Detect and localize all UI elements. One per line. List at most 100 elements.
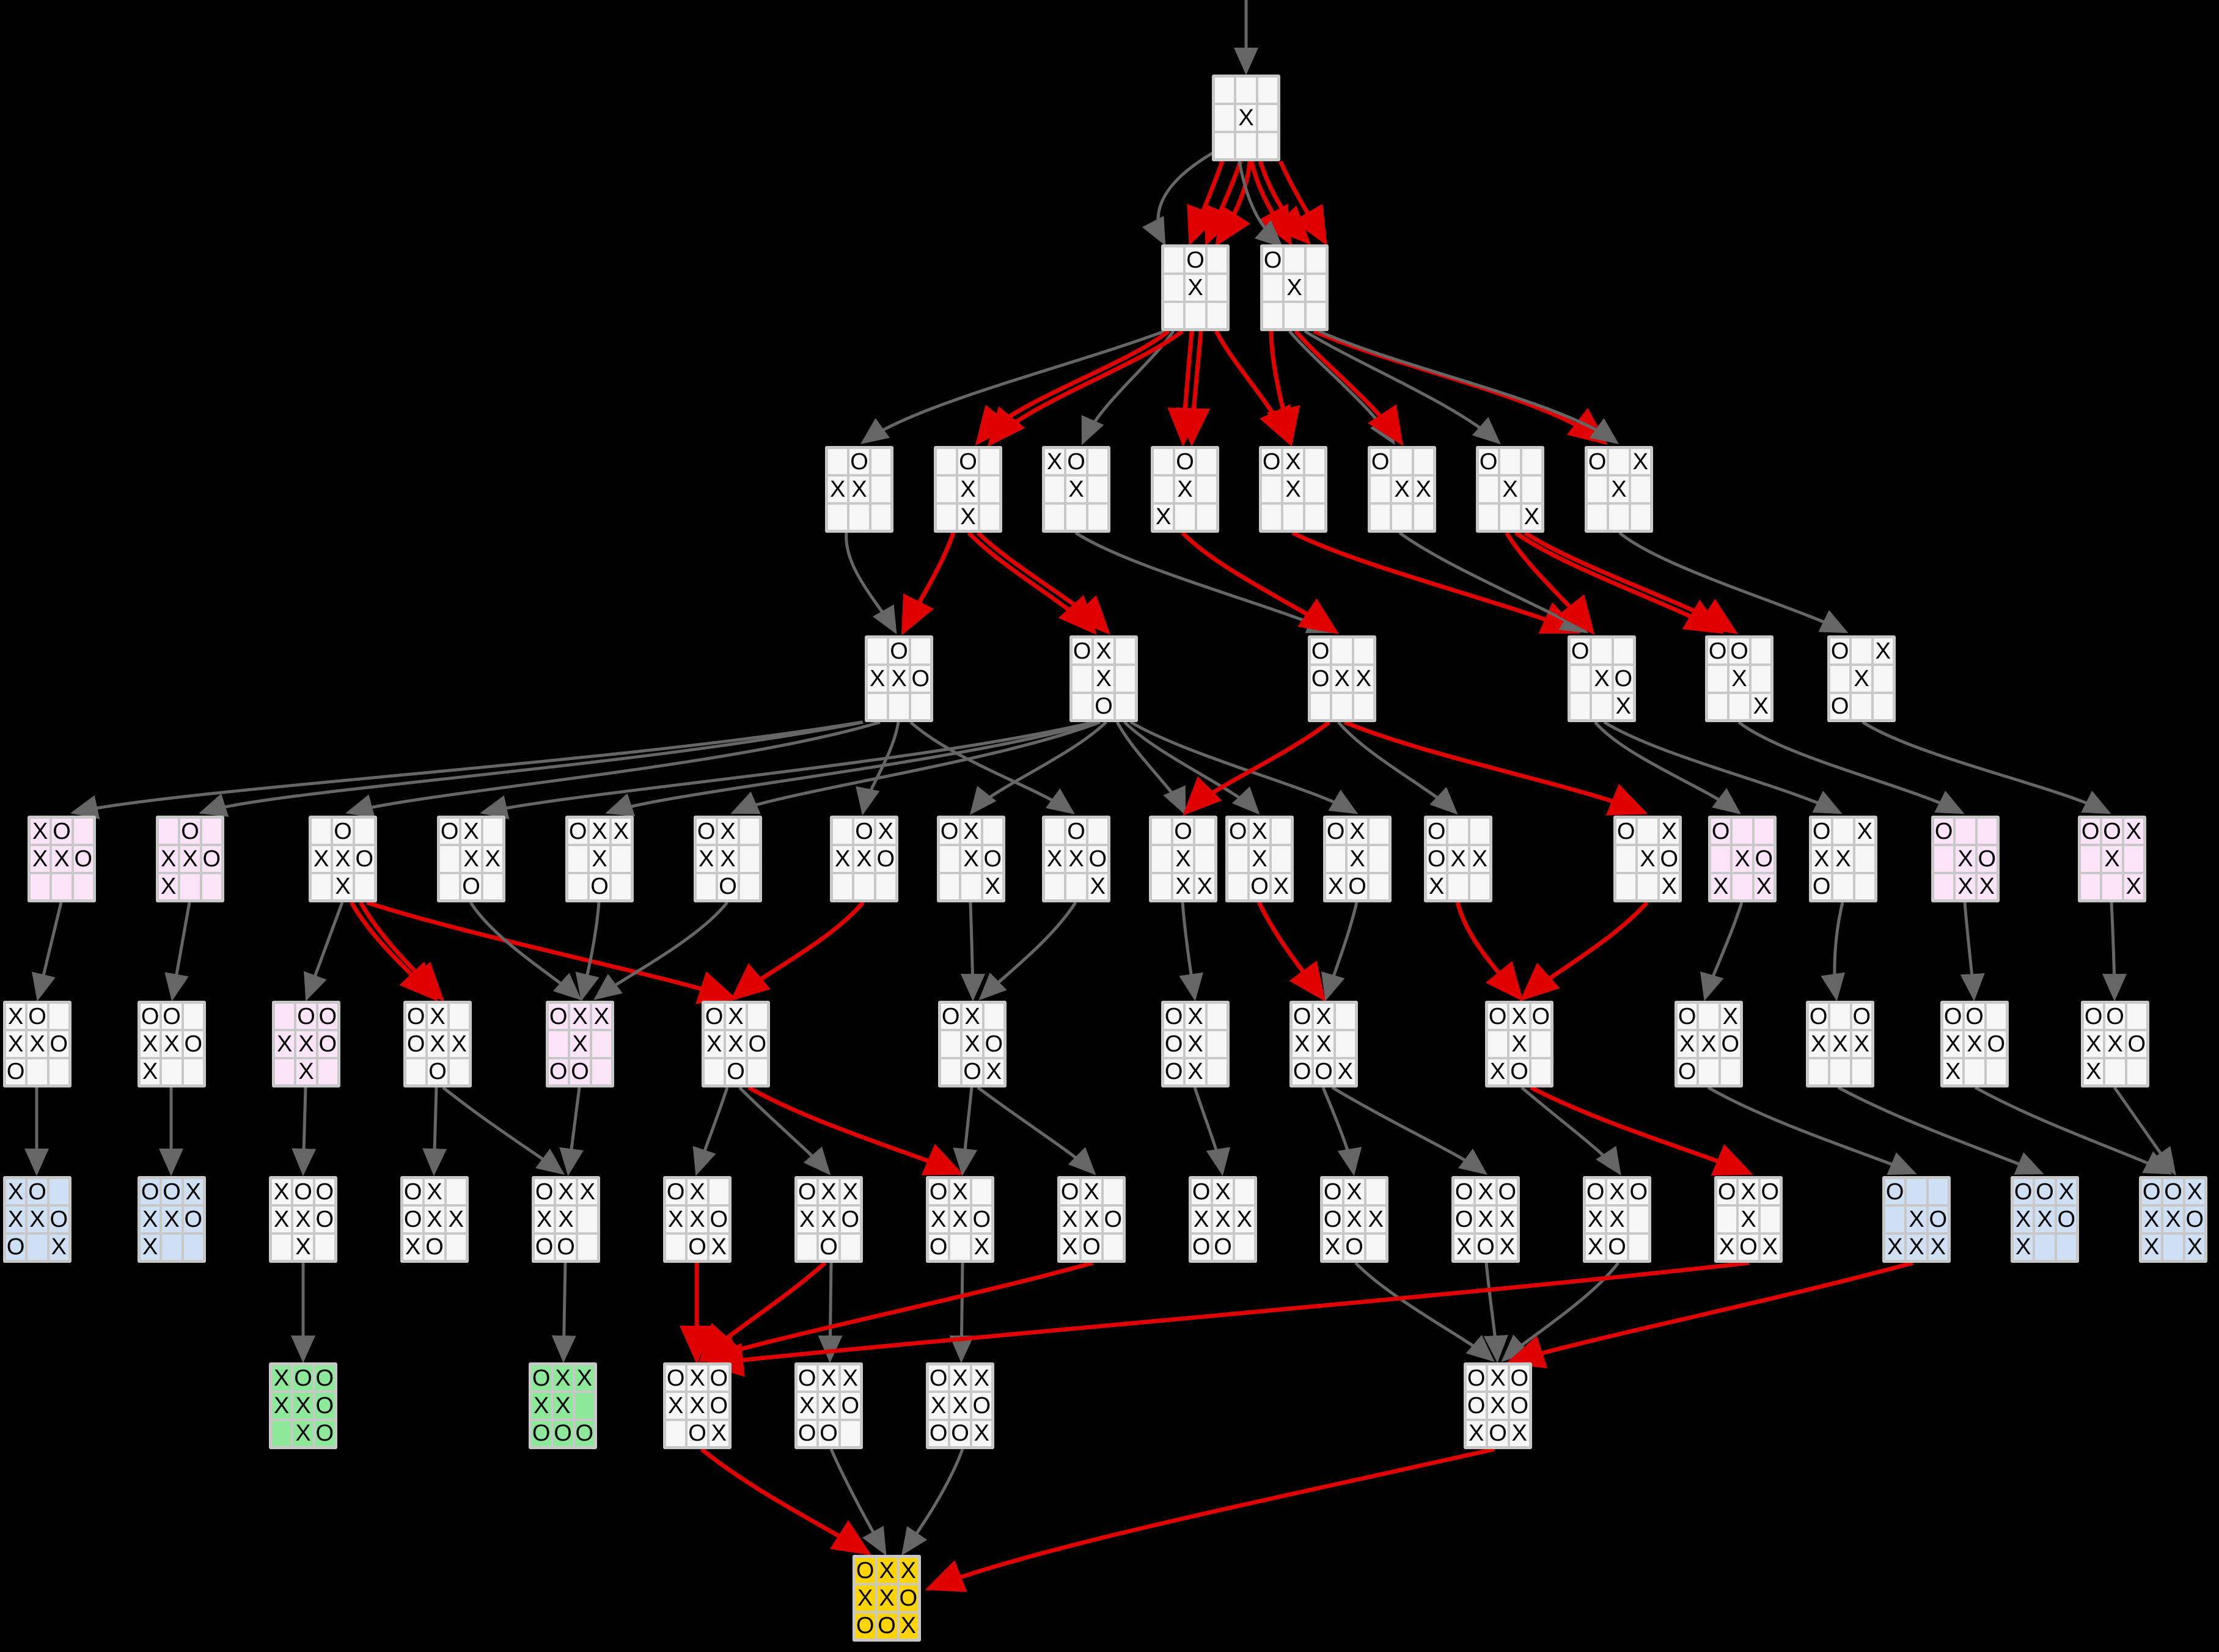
cell-x[interactable]: X	[461, 819, 481, 844]
cell-o[interactable]: O	[570, 1059, 590, 1085]
cell-x[interactable]: X	[2102, 846, 2122, 872]
cell-empty[interactable]	[611, 874, 631, 899]
cell-x[interactable]: X	[1852, 666, 1871, 692]
cell-empty[interactable]	[1285, 247, 1304, 273]
cell-x[interactable]: X	[1283, 449, 1303, 475]
cell-x[interactable]: X	[929, 1393, 948, 1419]
cell-empty[interactable]	[449, 1059, 469, 1084]
cell-x[interactable]: X	[1509, 1031, 1529, 1057]
cell-o[interactable]: O	[889, 638, 909, 664]
cell-x[interactable]: X	[961, 846, 981, 872]
cell-empty[interactable]	[1115, 638, 1135, 664]
cell-o[interactable]: O	[333, 818, 353, 844]
cell-o[interactable]: O	[1509, 1365, 1529, 1391]
cell-o[interactable]: O	[1467, 1365, 1486, 1391]
cell-empty[interactable]	[1522, 449, 1541, 475]
cell-o[interactable]: O	[983, 846, 1002, 872]
cell-empty[interactable]	[941, 1031, 961, 1057]
cell-x[interactable]: X	[1630, 449, 1650, 475]
cell-empty[interactable]	[1873, 693, 1893, 719]
cell-o[interactable]: O	[1213, 1234, 1233, 1260]
cell-o[interactable]: O	[535, 1179, 554, 1205]
cell-x[interactable]: X	[1448, 846, 1468, 872]
cell-o[interactable]: O	[549, 1003, 568, 1029]
cell-empty[interactable]	[1258, 133, 1277, 158]
cell-x[interactable]: X	[726, 1031, 746, 1057]
cell-x[interactable]: X	[2084, 1059, 2103, 1084]
cell-o[interactable]: O	[2081, 818, 2100, 844]
cell-empty[interactable]	[1479, 504, 1498, 530]
cell-x[interactable]: X	[590, 846, 609, 872]
cell-o[interactable]: O	[549, 1059, 568, 1085]
cell-empty[interactable]	[1197, 449, 1216, 475]
cell-x[interactable]: X	[958, 504, 978, 530]
cell-o[interactable]: O	[440, 818, 460, 844]
cell-x[interactable]: X	[1186, 1004, 1205, 1029]
cell-empty[interactable]	[354, 874, 374, 899]
cell-x[interactable]: X	[854, 846, 874, 872]
cell-o[interactable]: O	[798, 1179, 817, 1205]
cell-x[interactable]: X	[312, 846, 331, 872]
cell-x[interactable]: X	[1094, 666, 1113, 692]
cell-empty[interactable]	[871, 504, 890, 530]
cell-x[interactable]: X	[1476, 1179, 1495, 1205]
cell-o[interactable]: O	[1250, 874, 1269, 900]
cell-o[interactable]: O	[1809, 1003, 1828, 1029]
cell-o[interactable]: O	[1066, 818, 1086, 844]
cell-x[interactable]: X	[333, 846, 353, 872]
cell-empty[interactable]	[162, 1059, 182, 1084]
cell-o[interactable]: O	[532, 1420, 551, 1447]
cell-x[interactable]: X	[1192, 1207, 1211, 1232]
cell-o[interactable]: O	[2084, 1003, 2103, 1029]
cell-x[interactable]: X	[688, 1393, 707, 1419]
cell-empty[interactable]	[1754, 819, 1773, 844]
cell-x[interactable]: X	[6, 1031, 26, 1057]
cell-empty[interactable]	[1852, 1059, 1871, 1084]
board-node[interactable]: X	[1212, 75, 1280, 161]
cell-o[interactable]: O	[856, 1613, 875, 1639]
cell-x[interactable]: X	[1175, 477, 1195, 502]
cell-empty[interactable]	[747, 1004, 767, 1029]
cell-empty[interactable]	[1852, 638, 1871, 664]
cell-x[interactable]: X	[1186, 1059, 1205, 1084]
cell-empty[interactable]	[28, 1234, 47, 1260]
cell-o[interactable]: O	[2142, 1179, 2162, 1205]
cell-x[interactable]: X	[461, 846, 481, 872]
cell-o[interactable]: O	[1711, 818, 1731, 844]
cell-empty[interactable]	[1613, 638, 1633, 664]
cell-o[interactable]: O	[461, 874, 481, 900]
cell-x[interactable]: X	[984, 1059, 1003, 1084]
cell-empty[interactable]	[592, 1031, 611, 1057]
cell-x[interactable]: X	[1488, 1365, 1508, 1391]
cell-o[interactable]: O	[180, 818, 200, 844]
cell-empty[interactable]	[739, 846, 759, 872]
cell-o[interactable]: O	[1717, 1179, 1737, 1205]
cell-o[interactable]: O	[1323, 1179, 1343, 1205]
cell-x[interactable]: X	[1711, 874, 1731, 899]
cell-x[interactable]: X	[2084, 1031, 2103, 1057]
cell-o[interactable]: O	[1427, 818, 1447, 844]
cell-x[interactable]: X	[6, 1179, 26, 1205]
cell-x[interactable]: X	[1720, 1004, 1740, 1029]
cell-x[interactable]: X	[726, 1004, 746, 1029]
cell-x[interactable]: X	[141, 1031, 160, 1057]
cell-empty[interactable]	[1207, 1031, 1227, 1057]
cell-x[interactable]: X	[1956, 874, 1975, 899]
cell-o[interactable]: O	[1293, 1003, 1312, 1029]
cell-empty[interactable]	[1152, 846, 1172, 872]
cell-o[interactable]: O	[1616, 818, 1636, 844]
cell-o[interactable]: O	[574, 1420, 594, 1447]
cell-empty[interactable]	[354, 819, 374, 844]
cell-o[interactable]: O	[1467, 1392, 1486, 1419]
cell-x[interactable]: X	[403, 1234, 423, 1260]
cell-empty[interactable]	[1263, 275, 1283, 301]
